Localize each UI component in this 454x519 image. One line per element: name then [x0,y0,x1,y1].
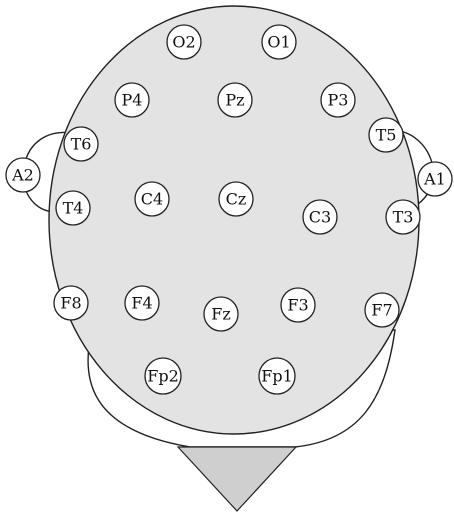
electrode-t5: T5 [369,118,403,152]
electrode-label: Cz [226,190,247,209]
electrode-label: T5 [376,126,397,145]
electrode-f8: F8 [54,286,88,320]
electrode-c3: C3 [303,200,337,234]
electrode-c4: C4 [135,182,169,216]
electrode-label: C3 [309,208,331,227]
electrode-t4: T4 [56,191,90,225]
electrode-label: F3 [287,296,308,315]
electrode-label: Pz [225,91,244,110]
electrode-a1: A1 [418,162,452,196]
electrode-a2: A2 [6,158,40,192]
electrode-label: O2 [172,33,195,52]
electrode-label: P4 [122,91,143,110]
electrode-p4: P4 [115,83,149,117]
electrode-f4: F4 [125,286,159,320]
electrode-f7: F7 [365,293,399,327]
electrode-t6: T6 [64,127,98,161]
electrode-fp1: Fp1 [259,358,295,394]
electrode-label: A2 [11,166,34,185]
electrode-pz: Pz [218,83,252,117]
electrode-label: P3 [328,91,349,110]
electrode-label: T3 [393,208,414,227]
electrode-o2: O2 [167,25,201,59]
electrode-label: F8 [60,294,81,313]
electrode-label: F7 [371,301,392,320]
scalp [49,6,419,434]
electrode-fp2: Fp2 [145,358,181,394]
electrode-cz: Cz [219,182,253,216]
electrode-label: C4 [141,190,163,209]
electrode-label: O1 [267,33,290,52]
electrode-f3: F3 [281,288,315,322]
electrode-fz: Fz [204,297,238,331]
electrode-label: Fp1 [261,367,293,386]
electrode-label: T6 [71,135,92,154]
electrode-p3: P3 [321,83,355,117]
electrode-o1: O1 [262,25,296,59]
electrode-t3: T3 [386,200,420,234]
electrode-label: F4 [131,294,152,313]
electrode-label: T4 [63,199,84,218]
electrode-label: Fz [211,305,231,324]
nose [178,447,296,511]
electrode-label: Fp2 [147,367,179,386]
electrode-label: A1 [423,170,446,189]
